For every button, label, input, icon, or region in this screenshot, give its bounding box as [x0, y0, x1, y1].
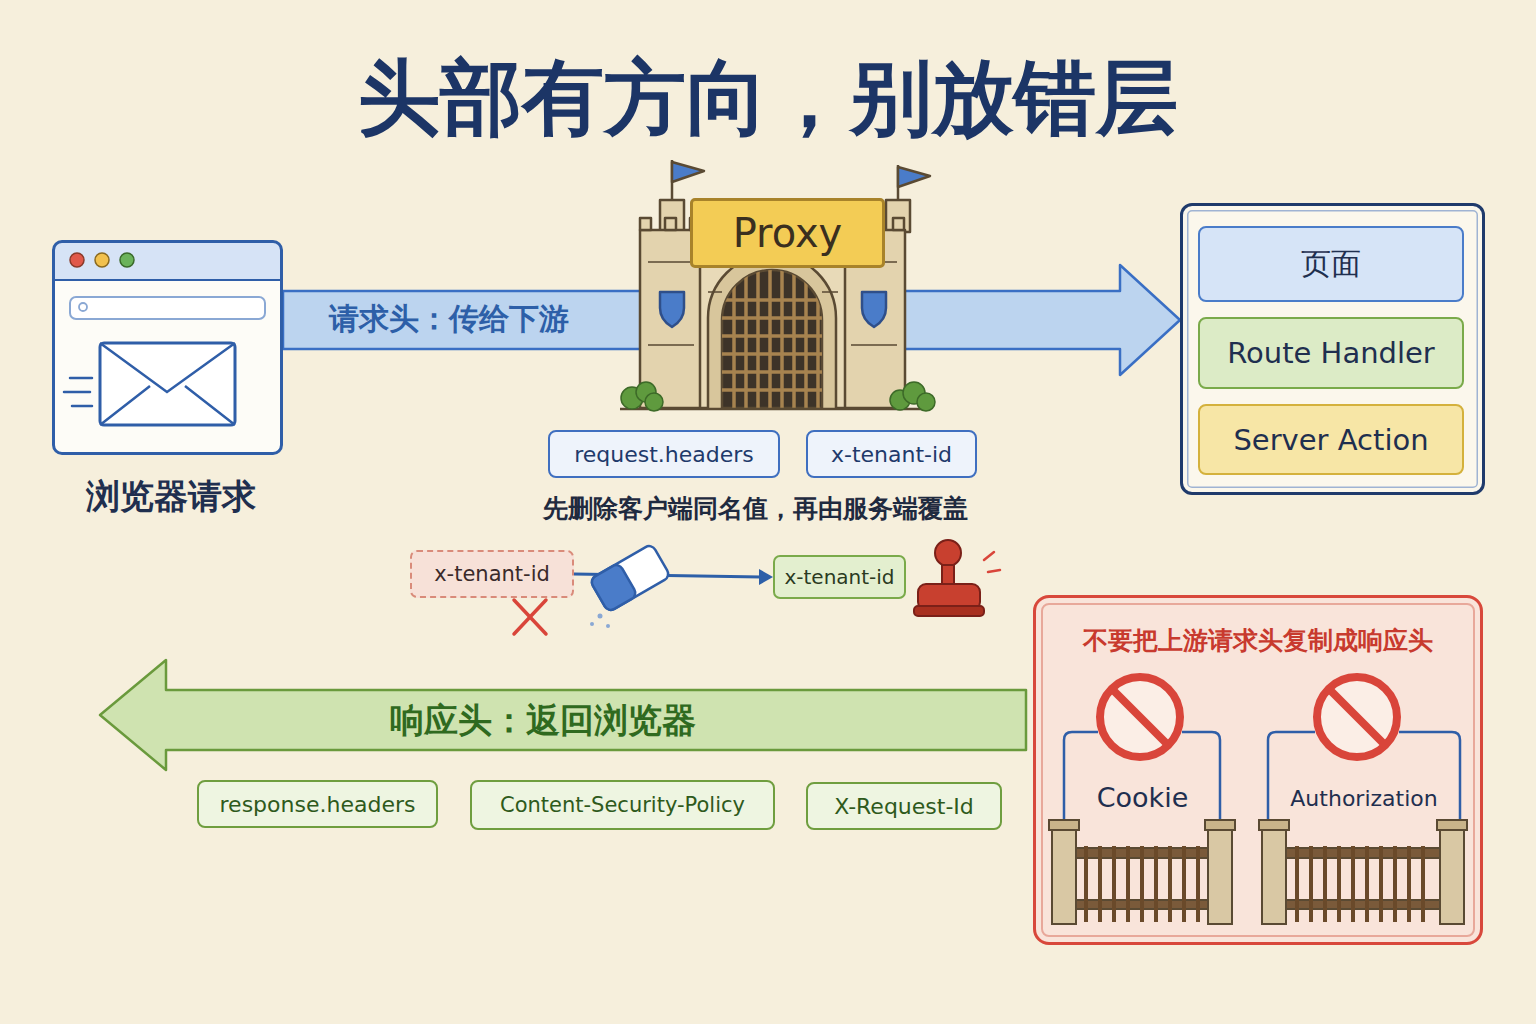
- note-label: 先删除客户端同名值，再由服务端覆盖: [470, 492, 1040, 525]
- sign-label: Proxy: [733, 210, 843, 256]
- response-header-chip: X-Request-Id: [806, 782, 1002, 830]
- arrow-head: [759, 569, 773, 585]
- proxy-gate: [620, 160, 930, 409]
- response-header-chip: response.headers: [197, 780, 438, 828]
- warning-heading: 不要把上游请求头复制成响应头: [1036, 624, 1480, 657]
- gate-label: Cookie: [1050, 782, 1235, 813]
- blocked-header-gate: Authorization: [1258, 672, 1470, 930]
- edge-label: 请求头：传给下游: [329, 299, 569, 340]
- gate-label: Authorization: [1258, 786, 1470, 811]
- band-shape: [283, 265, 1180, 375]
- request-header-chip: request.headers: [548, 430, 780, 478]
- box-label: Server Action: [1233, 423, 1428, 457]
- chip-label: x-tenant-id: [784, 565, 894, 589]
- bushes: [621, 382, 935, 411]
- removed-mark: [514, 600, 546, 634]
- chip-label: response.headers: [220, 792, 416, 817]
- browser-window: 浏览器请求: [52, 240, 283, 455]
- connector-line: [574, 574, 761, 577]
- server-header-chip: x-tenant-id: [773, 555, 906, 599]
- response-band: 响应头：返回浏览器: [98, 658, 1028, 772]
- server-action-box: Server Action: [1198, 404, 1464, 475]
- band-label: 响应头：返回浏览器: [248, 698, 838, 744]
- box-label: Route Handler: [1227, 336, 1435, 370]
- chip-label: Content-Security-Policy: [500, 793, 745, 817]
- page-box: 页面: [1198, 226, 1464, 302]
- chip-label: x-tenant-id: [831, 442, 952, 467]
- route-container: 页面 Route HandlerServer Action: [1180, 203, 1485, 495]
- response-band-outline: [100, 660, 1026, 770]
- request-band-connector: [283, 265, 1180, 375]
- response-header-chip: Content-Security-Policy: [470, 780, 775, 830]
- chip-label: X-Request-Id: [834, 794, 974, 819]
- box-label: 页面: [1301, 244, 1361, 285]
- chip-label: x-tenant-id: [434, 562, 550, 586]
- removed-header-chip: x-tenant-id: [410, 550, 574, 598]
- warning-panel: 不要把上游请求头复制成响应头 Cookie Authorization: [1033, 595, 1483, 945]
- node-heading: 浏览器请求: [25, 474, 316, 520]
- blocked-header-gate: Cookie: [1050, 672, 1235, 930]
- proxy-sign: Proxy: [690, 198, 885, 268]
- diagram-title: 头部有方向，别放错层: [0, 44, 1536, 154]
- request-header-chip: x-tenant-id: [806, 430, 977, 478]
- arrow-connector: [574, 569, 773, 585]
- chip-label: request.headers: [574, 442, 754, 467]
- stamp: [914, 540, 1000, 616]
- route-handler-box: Route Handler: [1198, 317, 1464, 389]
- eraser: [589, 544, 670, 628]
